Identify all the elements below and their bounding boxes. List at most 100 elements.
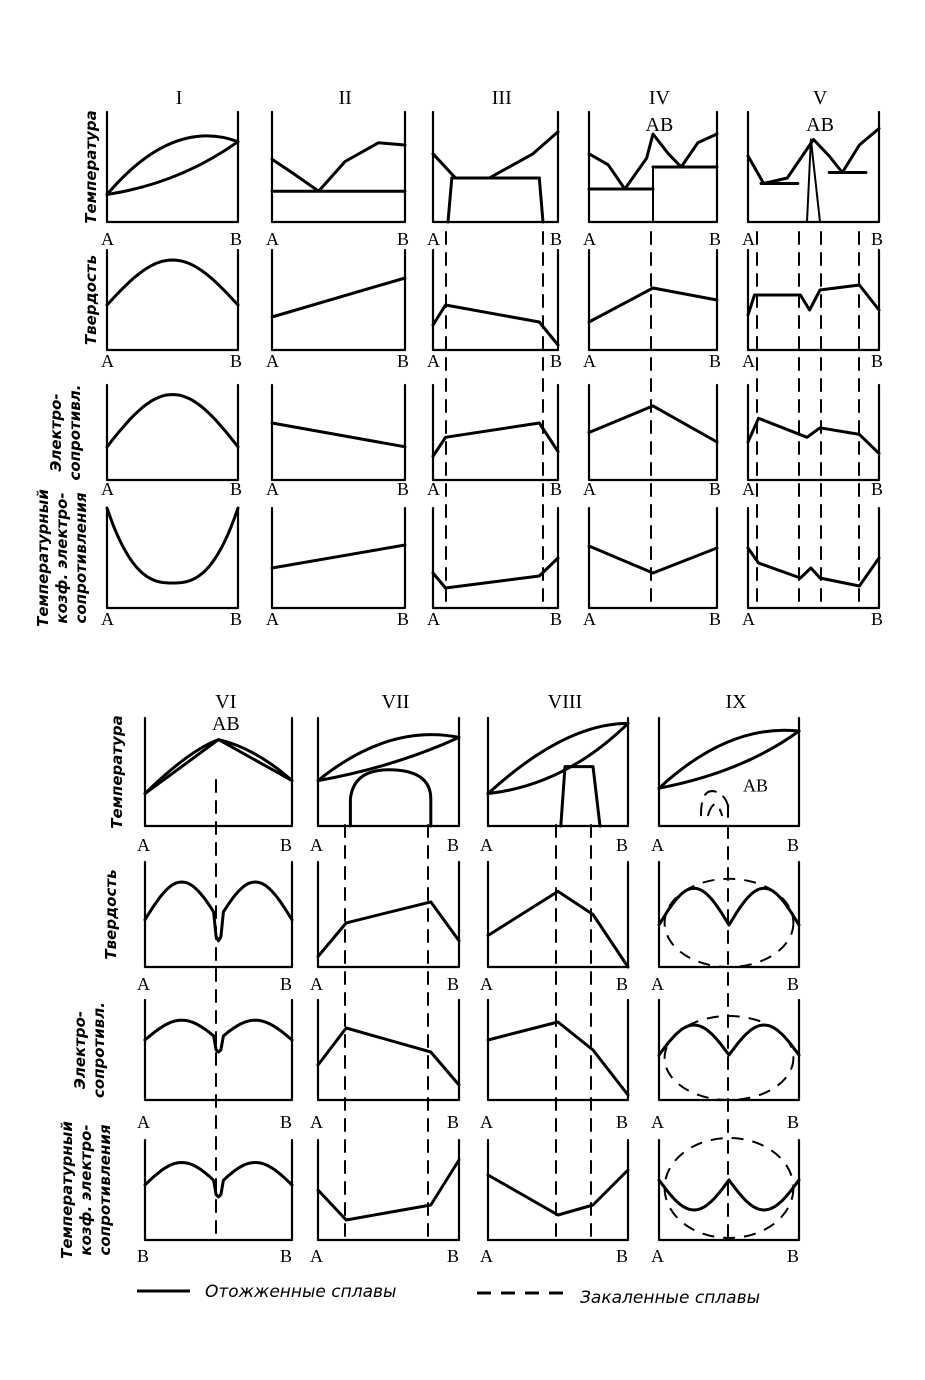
- tcr-line: [270, 543, 407, 570]
- compound-lines: [806, 138, 821, 223]
- solidus-curve: [105, 140, 240, 196]
- property-curve: [657, 886, 801, 927]
- end-label-b: B: [280, 974, 292, 994]
- end-label-b: B: [709, 609, 721, 629]
- resistivity-line: [587, 404, 719, 444]
- panel-frame: [431, 506, 560, 610]
- panel-frame: [270, 248, 407, 352]
- end-label-b: B: [871, 351, 883, 371]
- row-label: Температурный: [58, 1121, 76, 1259]
- hardness-line: [486, 889, 630, 969]
- row-label: Электро-: [71, 1011, 89, 1089]
- end-label-a: A: [651, 1112, 664, 1132]
- panel-frame: [143, 860, 294, 969]
- column-title: III: [492, 87, 512, 109]
- panel-frame: [587, 248, 719, 352]
- ordered-phase-lines: [559, 765, 602, 828]
- tcr-line: [746, 546, 881, 588]
- resistivity-curve: [105, 393, 240, 449]
- end-label-b: B: [447, 1246, 459, 1266]
- end-label-b: B: [397, 229, 409, 249]
- end-label-a: A: [480, 1112, 493, 1132]
- end-label-a: A: [266, 609, 279, 629]
- liquidus-curve: [431, 130, 560, 180]
- column-title: VI: [215, 691, 236, 713]
- end-label-b: B: [280, 1112, 292, 1132]
- tcr-line: [587, 544, 719, 575]
- column-subtitle: AB: [212, 713, 240, 735]
- quenched-curve-dashed: [663, 1137, 795, 1239]
- row-label: козф. электро-: [53, 492, 71, 623]
- panel-frame: [431, 383, 560, 482]
- end-label-a: A: [266, 229, 279, 249]
- panel-frame: [746, 110, 881, 224]
- end-label-a: A: [137, 835, 150, 855]
- legend-dashed-label: Закаленные сплавы: [580, 1288, 760, 1308]
- end-label-b: B: [787, 974, 799, 994]
- property-curve: [143, 880, 294, 943]
- end-label-a: A: [310, 1246, 323, 1266]
- end-label-a: A: [480, 1246, 493, 1266]
- panel-frame: [105, 383, 240, 482]
- panel-frame: [657, 1138, 801, 1242]
- column-subtitle: AB: [646, 114, 674, 136]
- end-label-a: A: [101, 351, 114, 371]
- end-label-b: B: [787, 1112, 799, 1132]
- legend-solid-label: Отожженные сплавы: [205, 1282, 396, 1302]
- end-label-a: A: [583, 609, 596, 629]
- inset-label-ab: AB: [743, 775, 768, 795]
- end-label-a: A: [427, 609, 440, 629]
- end-label-a: A: [427, 479, 440, 499]
- end-label-a: A: [583, 229, 596, 249]
- end-label-b: B: [397, 609, 409, 629]
- end-label-b: B: [616, 835, 628, 855]
- tcr-line: [486, 1168, 630, 1217]
- row-label: Электро-: [47, 393, 65, 471]
- end-label-b: B: [787, 1246, 799, 1266]
- end-label-b: B: [550, 479, 562, 499]
- solidus-line: [143, 738, 294, 796]
- ordering-arcs: [700, 790, 730, 817]
- ordering-dome: [348, 768, 433, 828]
- end-label-a: A: [101, 479, 114, 499]
- liquidus-curve: [105, 134, 240, 196]
- column-title: V: [813, 87, 828, 109]
- end-label-a: A: [742, 479, 755, 499]
- end-label-a: A: [101, 609, 114, 629]
- liquidus-curve: [657, 728, 801, 790]
- end-label-a: A: [101, 229, 114, 249]
- end-label-a: A: [742, 229, 755, 249]
- end-label-b: B: [871, 229, 883, 249]
- panel-frame: [486, 1138, 630, 1242]
- panel-frame: [486, 860, 630, 969]
- panel-frame: [143, 998, 294, 1102]
- end-label-b: B: [280, 1246, 292, 1266]
- liquidus-curve: [316, 733, 461, 783]
- end-label-a: A: [583, 479, 596, 499]
- panel-frame: [143, 1138, 294, 1242]
- property-curve: [657, 1178, 801, 1212]
- property-curve: [143, 1161, 294, 1199]
- panel-frame: [105, 506, 240, 610]
- end-label-a: A: [427, 351, 440, 371]
- resistivity-line: [316, 1026, 461, 1087]
- property-curve: [143, 1018, 294, 1054]
